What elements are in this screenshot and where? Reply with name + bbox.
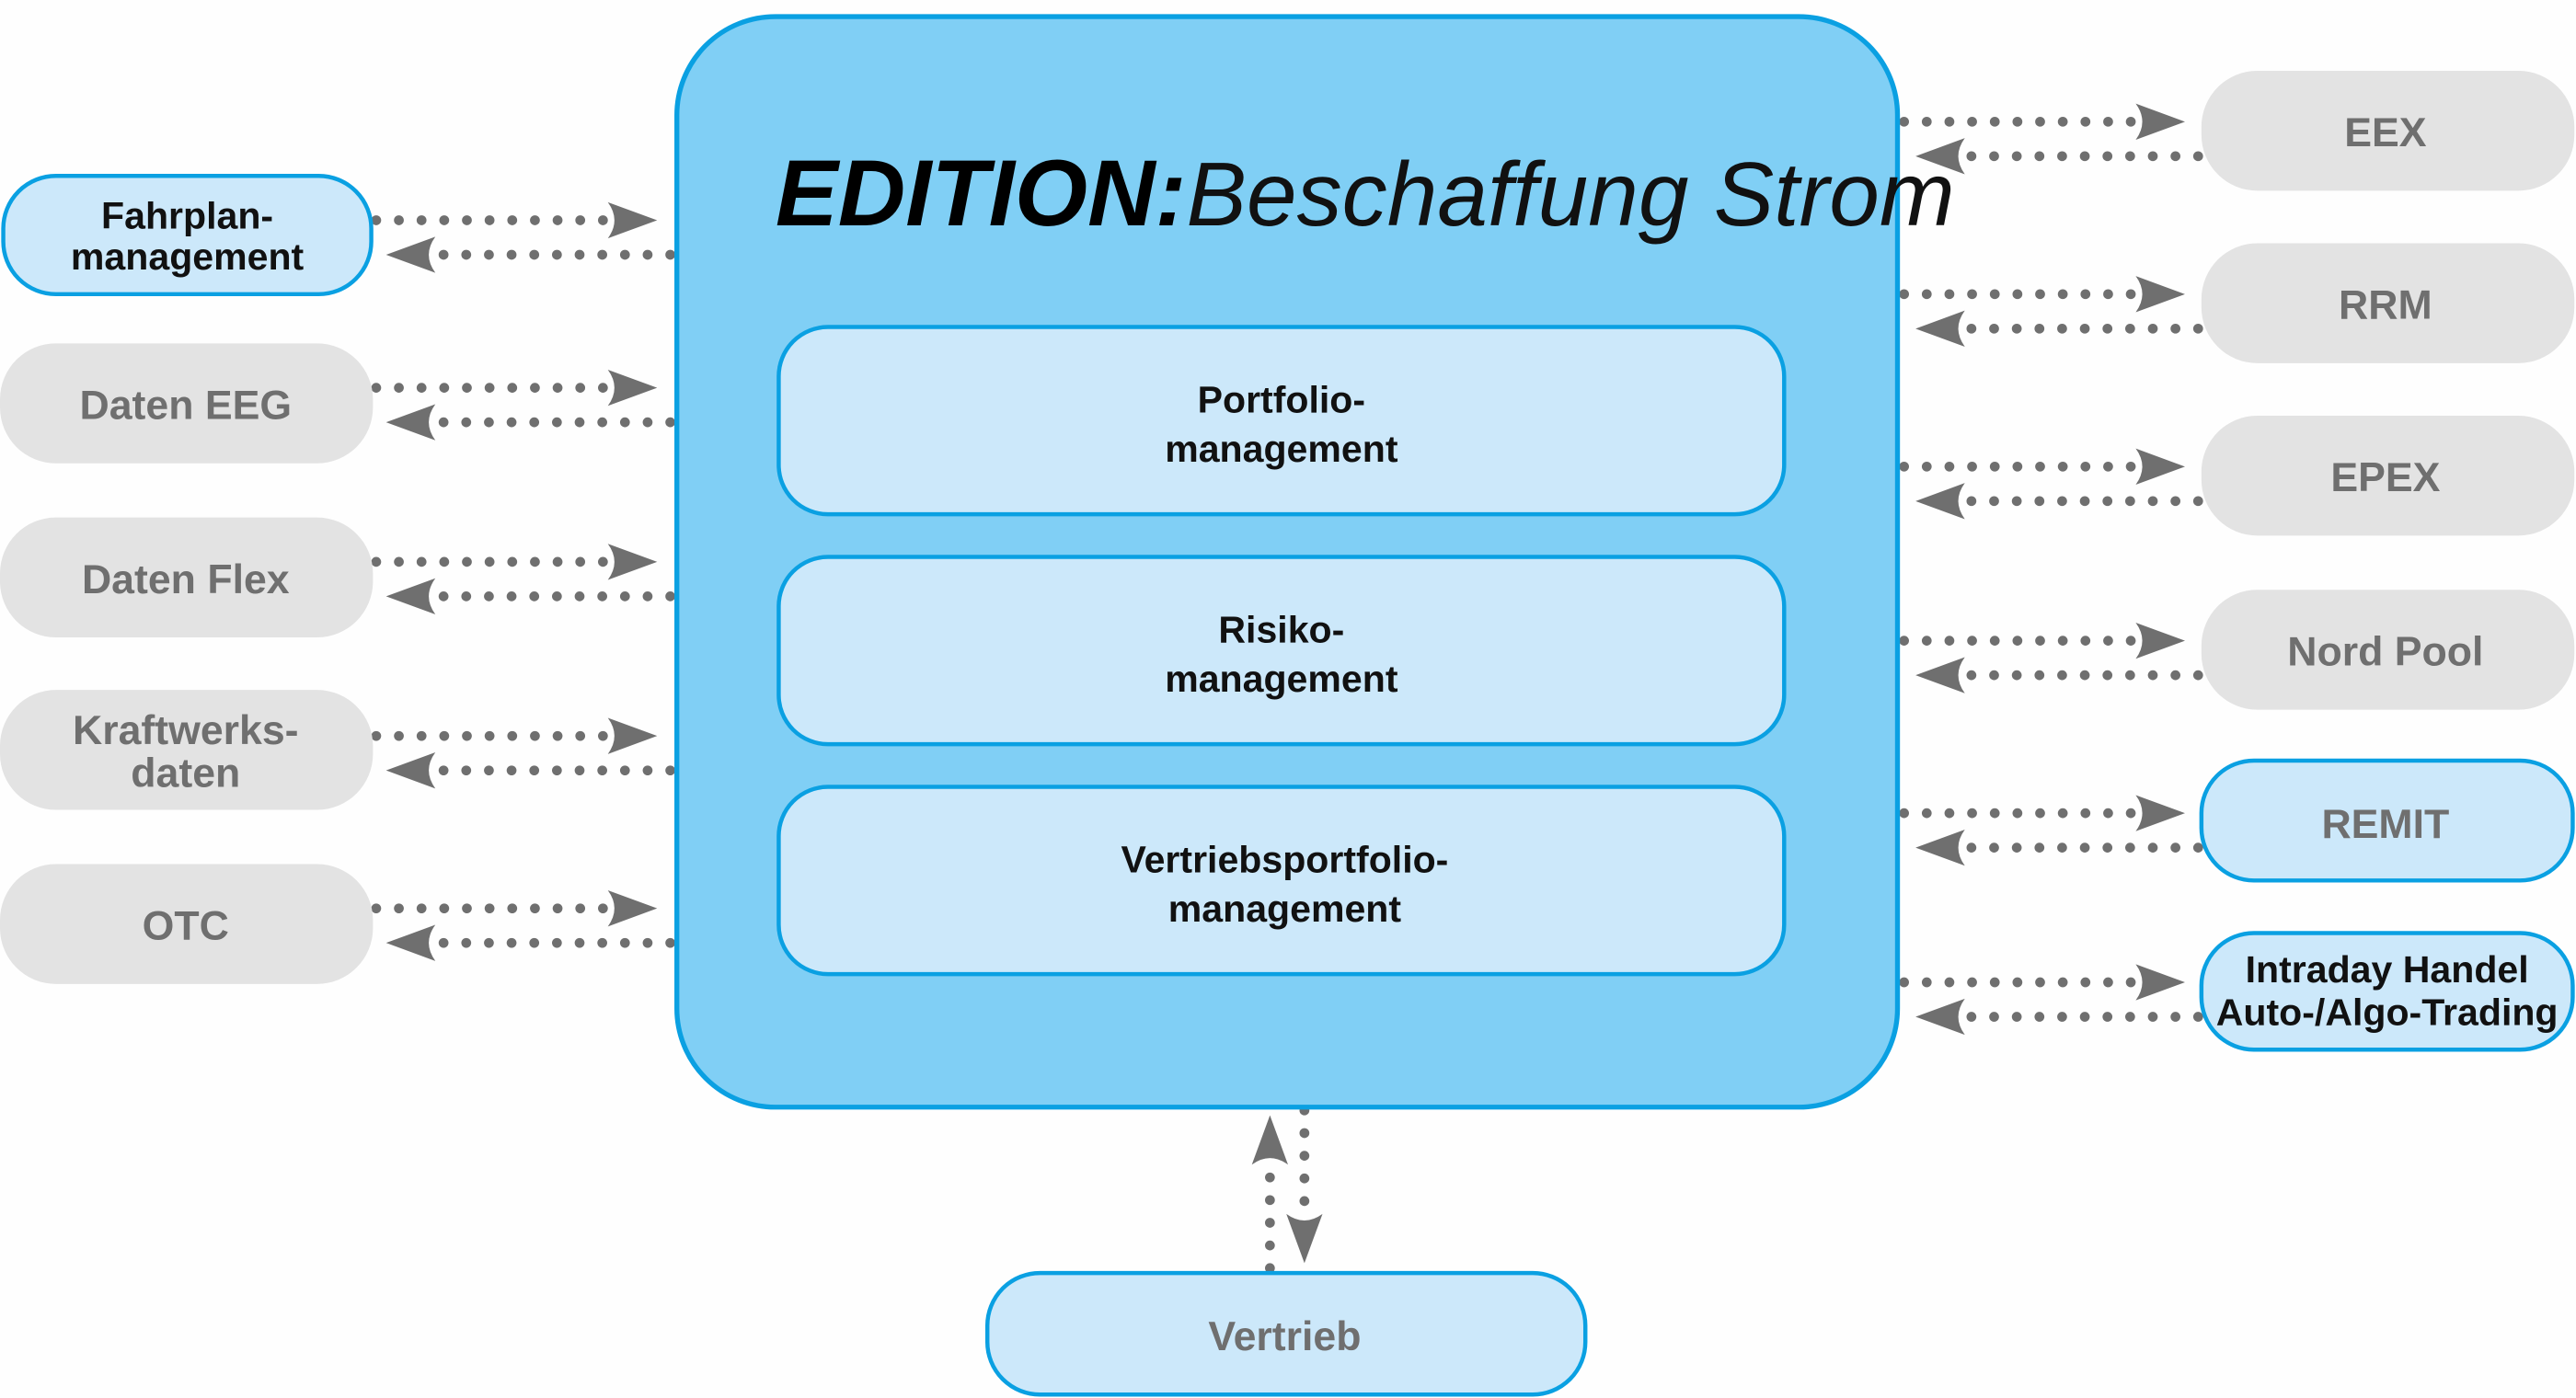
module-label: Portfolio- xyxy=(1198,378,1365,420)
arrow-to-edition xyxy=(371,201,658,239)
target-label: Intraday Handel xyxy=(2246,948,2529,991)
target-label: Auto-/Algo-Trading xyxy=(2216,991,2559,1033)
module-label: management xyxy=(1165,658,1398,700)
target-label: RRM xyxy=(2339,283,2432,328)
arrowhead-icon xyxy=(1251,1115,1288,1165)
arrowhead-icon xyxy=(1915,998,1965,1036)
arrow-from-edition xyxy=(385,404,675,441)
module-label: management xyxy=(1168,888,1402,930)
arrow-to-market xyxy=(1899,103,2185,140)
arrowhead-icon xyxy=(2135,448,2185,485)
arrow-vertrieb-up xyxy=(1251,1115,1288,1274)
arrowhead-icon xyxy=(2135,103,2185,140)
arrow-from-edition xyxy=(385,578,675,615)
arrowhead-icon xyxy=(1915,310,1965,347)
arrowhead-icon xyxy=(607,717,658,754)
arrow-to-market xyxy=(1899,276,2185,313)
target-label: Nord Pool xyxy=(2287,629,2483,674)
arrowhead-icon xyxy=(385,236,436,273)
source-label: daten xyxy=(131,751,240,796)
main-title: EDITION:Beschaffung Strom xyxy=(776,141,1955,246)
arrow-to-market xyxy=(1899,795,2185,831)
module-portfolio[interactable]: Portfolio- management xyxy=(776,325,1787,517)
arrow-to-market xyxy=(1899,448,2185,485)
arrowhead-icon xyxy=(607,890,658,927)
arrowhead-icon xyxy=(385,578,436,615)
arrow-from-market xyxy=(1915,829,2203,866)
arrowhead-icon xyxy=(2135,276,2185,313)
arrow-from-market xyxy=(1915,483,2203,520)
arrowhead-icon xyxy=(1915,483,1965,520)
vertrieb-box[interactable]: Vertrieb xyxy=(984,1270,1588,1397)
target-label: REMIT xyxy=(2321,802,2449,847)
target-epex[interactable]: EPEX xyxy=(2201,415,2575,536)
arrowhead-icon xyxy=(1915,138,1965,175)
source-otc[interactable]: OTC xyxy=(0,864,374,984)
arrow-to-market xyxy=(1899,622,2185,659)
arrowhead-icon xyxy=(1915,829,1965,866)
target-intraday-handel[interactable]: Intraday Handel Auto-/Algo-Trading xyxy=(2199,931,2575,1052)
arrowhead-icon xyxy=(385,404,436,441)
source-label: OTC xyxy=(143,904,229,949)
arrowhead-icon xyxy=(2135,795,2185,831)
arrow-from-market xyxy=(1915,138,2203,175)
arrow-from-market xyxy=(1915,657,2203,693)
arrowhead-icon xyxy=(2135,964,2185,1001)
target-rrm[interactable]: RRM xyxy=(2201,243,2575,363)
arrowhead-icon xyxy=(385,752,436,789)
source-label: Daten Flex xyxy=(82,557,290,602)
module-label: management xyxy=(1165,428,1398,470)
target-label: EPEX xyxy=(2330,455,2440,500)
arrowhead-icon xyxy=(607,369,658,407)
source-daten-eeg[interactable]: Daten EEG xyxy=(0,343,374,464)
module-risiko[interactable]: Risiko- management xyxy=(776,555,1787,747)
target-nord-pool[interactable]: Nord Pool xyxy=(2201,590,2575,710)
arrow-from-edition xyxy=(385,236,675,273)
connector-arrows xyxy=(371,103,2203,1274)
target-eex[interactable]: EEX xyxy=(2201,70,2575,191)
arrow-vertrieb-down xyxy=(1286,1105,1323,1264)
source-daten-flex[interactable]: Daten Flex xyxy=(0,517,374,638)
module-vertriebsportfolio[interactable]: Vertriebsportfolio- management xyxy=(776,785,1787,977)
arrow-to-edition xyxy=(371,544,658,580)
source-kraftwerksdaten[interactable]: Kraftwerks- daten xyxy=(0,690,374,810)
arrowhead-icon xyxy=(1915,657,1965,693)
target-remit[interactable]: REMIT xyxy=(2199,758,2575,883)
arrow-from-market xyxy=(1915,310,2203,347)
module-label: Vertriebsportfolio- xyxy=(1121,838,1448,880)
target-label: EEX xyxy=(2344,110,2427,155)
arrow-from-edition xyxy=(385,752,675,789)
source-label: Daten EEG xyxy=(79,384,292,429)
source-label: management xyxy=(71,235,305,278)
source-label: Kraftwerks- xyxy=(73,708,299,753)
arrow-to-edition xyxy=(371,890,658,927)
module-label: Risiko- xyxy=(1218,608,1344,650)
arrowhead-icon xyxy=(385,924,436,961)
arrowhead-icon xyxy=(1286,1213,1323,1264)
arrowhead-icon xyxy=(607,201,658,239)
source-fahrplanmanagement[interactable]: Fahrplan- management xyxy=(1,174,374,297)
vertrieb-label: Vertrieb xyxy=(1208,1314,1361,1359)
arrowhead-icon xyxy=(2135,622,2185,659)
arrowhead-icon xyxy=(607,544,658,580)
source-label: Fahrplan- xyxy=(101,194,273,236)
arrow-from-edition xyxy=(385,924,675,961)
arrow-to-edition xyxy=(371,369,658,407)
arrow-from-market xyxy=(1915,998,2203,1036)
arrow-to-edition xyxy=(371,717,658,754)
arrow-to-market xyxy=(1899,964,2185,1001)
